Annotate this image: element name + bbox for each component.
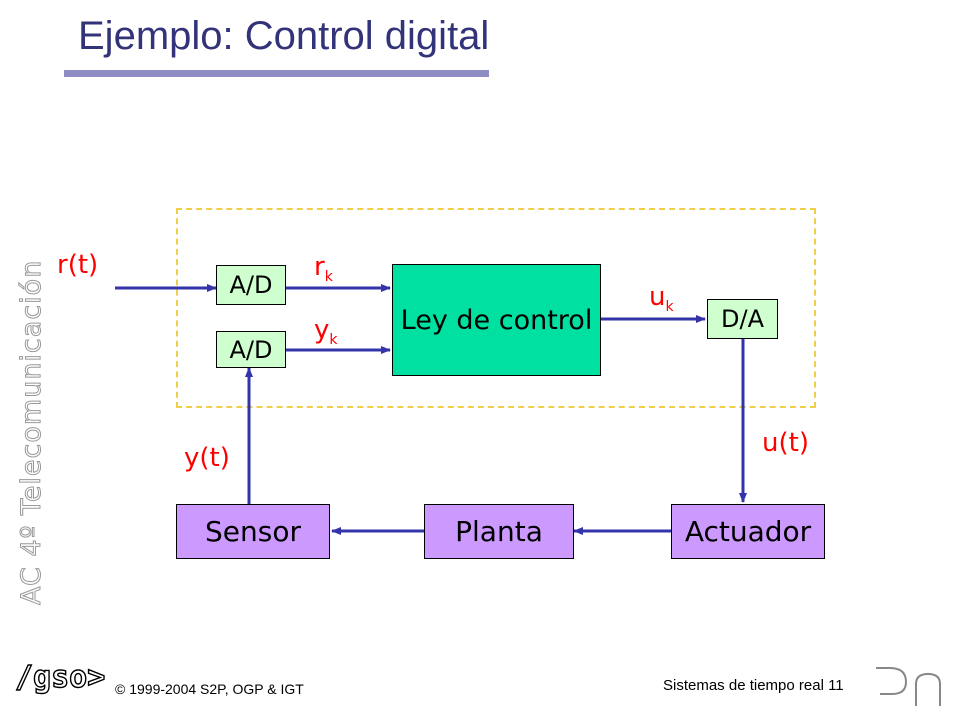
slide-footer: Sistemas de tiempo real 11: [663, 677, 844, 694]
signal-yk-label: yk: [314, 315, 338, 349]
signal-y-t-label: y(t): [184, 443, 230, 473]
corner-logo-icon: [871, 663, 945, 711]
title-underline: [64, 70, 489, 77]
page-title: Ejemplo: Control digital: [78, 14, 490, 58]
gso-logo: /gso>: [14, 659, 106, 695]
ad-converter-reference: A/D: [216, 265, 286, 305]
sensor-block: Sensor: [176, 504, 330, 559]
signal-u-t-label: u(t): [762, 428, 809, 458]
copyright-text: © 1999-2004 S2P, OGP & IGT: [115, 681, 304, 697]
actuador-block: Actuador: [671, 504, 825, 559]
signal-r-t-label: r(t): [57, 250, 99, 280]
planta-block: Planta: [424, 504, 574, 559]
ad-converter-feedback: A/D: [216, 331, 286, 368]
signal-rk-label: rk: [314, 252, 333, 286]
signal-uk-label: uk: [649, 282, 674, 316]
da-converter: D/A: [707, 299, 778, 339]
control-law-block: Ley de control: [392, 264, 601, 376]
digital-controller-boundary: [176, 208, 816, 408]
